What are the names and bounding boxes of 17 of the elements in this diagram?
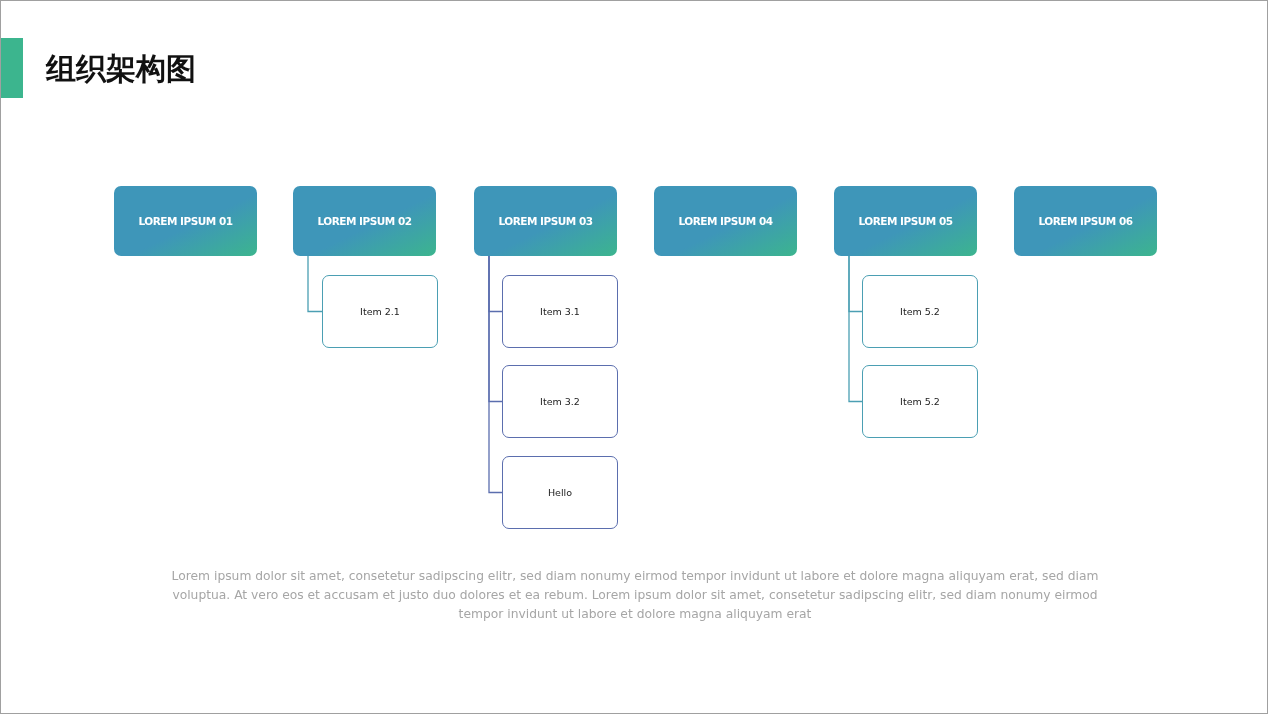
item-box: Hello [502, 456, 618, 529]
item-box: Item 3.2 [502, 365, 618, 438]
connector-line [848, 255, 863, 403]
item-box: Item 3.1 [502, 275, 618, 348]
description-text: Lorem ipsum dolor sit amet, consetetur sadipscing elitr, sed diam nonumy eirmod tempor invidunt ut labore et dolore magna aliquyam erat, sed diam voluptua. At vero eos et accusam et justo duo dolores et ea rebum. Lorem ipsum dolor sit amet, consetetur sadipscing elitr, sed diam nonumy eirmod tempor invidunt ut labore et dolore magna aliquyam erat [170, 568, 1100, 623]
department-box: LOREM IPSUM 01 [114, 186, 257, 256]
department-box: LOREM IPSUM 04 [654, 186, 797, 256]
department-box: LOREM IPSUM 06 [1014, 186, 1157, 256]
connector-line [307, 255, 323, 313]
connector-line [488, 255, 503, 494]
department-box: LOREM IPSUM 05 [834, 186, 977, 256]
department-box: LOREM IPSUM 02 [293, 186, 436, 256]
item-box: Item 5.2 [862, 365, 978, 438]
department-box: LOREM IPSUM 03 [474, 186, 617, 256]
item-box: Item 2.1 [322, 275, 438, 348]
title: 组织架构图 [46, 50, 196, 88]
item-box: Item 5.2 [862, 275, 978, 348]
